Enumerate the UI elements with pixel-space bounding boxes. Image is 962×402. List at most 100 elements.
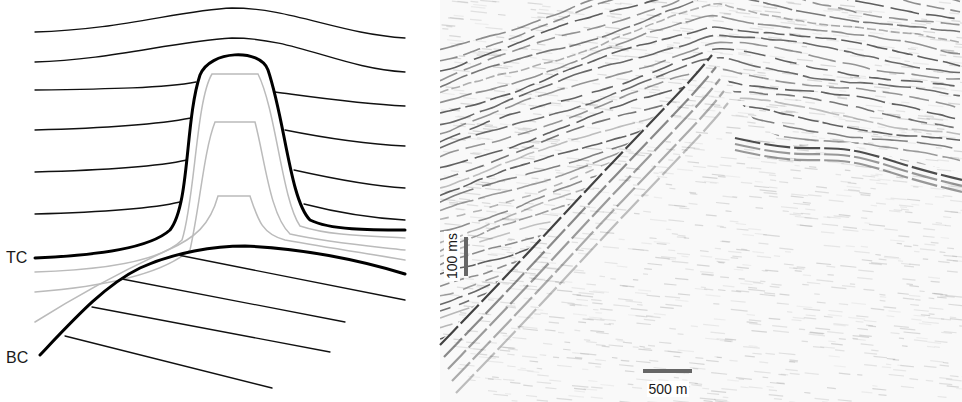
- noise-stroke: [768, 37, 782, 38]
- noise-stroke: [600, 385, 614, 386]
- noise-stroke: [715, 259, 729, 260]
- noise-stroke: [856, 321, 864, 323]
- noise-stroke: [563, 349, 570, 351]
- noise-stroke: [703, 45, 715, 46]
- noise-stroke: [701, 287, 706, 289]
- inner-layer: [35, 122, 405, 292]
- noise-stroke: [788, 3, 802, 4]
- noise-stroke: [731, 301, 746, 302]
- noise-stroke: [553, 193, 561, 195]
- reflector: [440, 157, 960, 251]
- noise-stroke: [704, 181, 718, 182]
- noise-stroke: [643, 347, 651, 349]
- noise-stroke: [485, 189, 501, 191]
- noise-stroke: [537, 382, 551, 383]
- noise-stroke: [567, 158, 580, 159]
- contact-label: BC: [6, 350, 28, 366]
- horizon-line: [35, 8, 405, 38]
- noise-stroke: [781, 374, 788, 376]
- noise-stroke: [523, 329, 538, 331]
- noise-stroke: [502, 347, 515, 348]
- noise-stroke: [729, 10, 738, 12]
- noise-stroke: [858, 127, 871, 128]
- noise-stroke: [956, 43, 962, 45]
- noise-stroke: [537, 400, 548, 401]
- reflector: [440, 176, 960, 264]
- noise-stroke: [940, 365, 949, 367]
- noise-stroke: [909, 295, 920, 296]
- noise-stroke: [466, 187, 481, 189]
- noise-stroke: [852, 338, 857, 340]
- noise-stroke: [583, 319, 594, 320]
- noise-stroke: [914, 131, 922, 133]
- noise-stroke: [821, 232, 835, 233]
- noise-stroke: [530, 360, 539, 362]
- noise-stroke: [673, 153, 680, 155]
- noise-stroke: [803, 202, 811, 204]
- noise-stroke: [782, 123, 795, 124]
- noise-stroke: [957, 37, 962, 39]
- noise-stroke: [857, 147, 865, 149]
- noise-stroke: [849, 15, 862, 16]
- noise-stroke: [859, 193, 870, 194]
- noise-stroke: [631, 309, 648, 311]
- noise-stroke: [790, 360, 798, 362]
- noise-stroke: [761, 162, 777, 164]
- noise-stroke: [621, 360, 629, 362]
- noise-stroke: [875, 65, 882, 67]
- noise-stroke: [694, 1, 708, 2]
- noise-stroke: [724, 340, 731, 342]
- noise-stroke: [542, 59, 556, 60]
- noise-stroke: [536, 30, 544, 32]
- noise-stroke: [485, 378, 501, 380]
- noise-stroke: [847, 17, 859, 18]
- noise-stroke: [734, 269, 743, 271]
- noise-stroke: [779, 248, 793, 249]
- noise-stroke: [898, 236, 909, 237]
- noise-stroke: [906, 283, 912, 285]
- noise-stroke: [647, 150, 654, 152]
- noise-stroke: [760, 281, 765, 283]
- noise-stroke: [871, 174, 879, 176]
- noise-stroke: [911, 319, 921, 320]
- noise-stroke: [833, 116, 842, 118]
- noise-stroke: [763, 377, 769, 379]
- noise-stroke: [745, 281, 761, 283]
- noise-stroke: [700, 256, 712, 257]
- noise-stroke: [757, 72, 765, 74]
- noise-stroke: [709, 96, 725, 98]
- noise-stroke: [609, 323, 614, 325]
- noise-stroke: [479, 354, 487, 356]
- noise-stroke: [695, 357, 703, 359]
- noise-stroke: [809, 334, 826, 336]
- noise-stroke: [516, 183, 529, 184]
- noise-stroke: [759, 172, 776, 174]
- noise-stroke: [596, 333, 609, 334]
- noise-stroke: [743, 347, 760, 349]
- noise-stroke: [943, 216, 951, 218]
- noise-stroke: [748, 114, 756, 116]
- noise-stroke: [548, 105, 562, 106]
- noise-stroke: [452, 1, 468, 3]
- noise-stroke: [779, 353, 796, 355]
- noise-stroke: [940, 296, 954, 297]
- noise-stroke: [851, 177, 863, 178]
- noise-stroke: [797, 42, 804, 44]
- noise-stroke: [677, 169, 693, 171]
- noise-stroke: [924, 366, 936, 367]
- noise-stroke: [641, 243, 651, 244]
- noise-stroke: [632, 387, 642, 389]
- noise-stroke: [729, 360, 737, 362]
- reflector: [440, 42, 960, 133]
- noise-stroke: [631, 108, 641, 109]
- noise-stroke: [486, 265, 492, 267]
- noise-stroke: [816, 152, 827, 153]
- noise-stroke: [828, 9, 841, 10]
- strong-reflector: [735, 150, 962, 192]
- noise-stroke: [951, 212, 961, 213]
- noise-stroke: [704, 116, 715, 117]
- noise-stroke: [518, 129, 527, 131]
- noise-stroke: [931, 242, 939, 244]
- noise-stroke: [870, 117, 883, 118]
- noise-stroke: [500, 332, 506, 334]
